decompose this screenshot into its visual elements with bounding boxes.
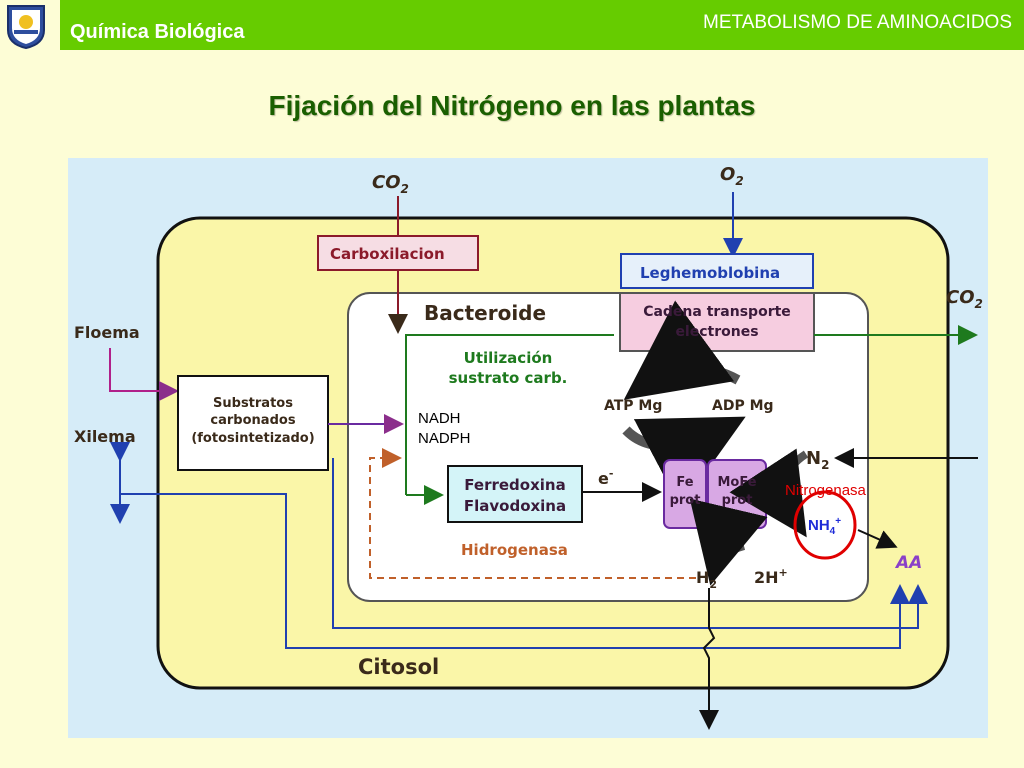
co2-top-label: CO bbox=[372, 172, 401, 193]
citosol-label: Citosol bbox=[358, 655, 439, 679]
fe-prot-label-line2: prot bbox=[670, 493, 701, 508]
utilizacion-label-line2: sustrato carb. bbox=[449, 369, 568, 387]
leghemoblobina-box bbox=[620, 253, 814, 289]
n2-label: N bbox=[806, 448, 821, 469]
h2-out-arrow bbox=[699, 588, 719, 730]
n2-curve-arrow bbox=[729, 448, 809, 538]
topic-title: METABOLISMO DE AMINOACIDOS bbox=[703, 12, 1012, 33]
nh4-to-aa-arrow bbox=[857, 529, 898, 549]
co2-right-arrow bbox=[405, 334, 614, 386]
svg-text:N2: N2 bbox=[806, 448, 829, 472]
ferredoxina-label-line1: Ferredoxina bbox=[464, 476, 565, 494]
nadph-label: NADPH bbox=[418, 430, 471, 447]
o2-label: O bbox=[720, 164, 735, 185]
slide-header: Química Biológica METABOLISMO DE AMINOAC… bbox=[0, 0, 1024, 50]
svg-text:CO2: CO2 bbox=[946, 287, 983, 311]
substratos-to-aa-path bbox=[332, 458, 928, 629]
fe-prot-label-line1: Fe bbox=[676, 475, 693, 490]
carboxilacion-label: Carboxilacion bbox=[330, 245, 445, 263]
xilema-label: Xilema bbox=[74, 427, 136, 446]
nitrogenasa-label: Nitrogenasa bbox=[785, 482, 866, 499]
cadena-label-line1: Cadena transporte bbox=[643, 304, 791, 320]
atp-cycle-arrow-top bbox=[623, 300, 741, 400]
utilizacion-label-line1: Utilización bbox=[464, 349, 553, 367]
ferredoxina-label-line2: Flavodoxina bbox=[464, 497, 566, 515]
atp-cycle-arrow-bottom bbox=[622, 416, 746, 508]
mofe-prot-label-line2: prot bbox=[722, 493, 753, 508]
adp-label: ADP Mg bbox=[712, 398, 774, 414]
cadena-label-line2: electrones bbox=[675, 324, 758, 340]
header-bar bbox=[60, 0, 1024, 50]
co2-right-label: CO bbox=[946, 287, 975, 308]
nh4-highlight-circle bbox=[793, 490, 857, 560]
h2-curve-arrow bbox=[689, 498, 768, 586]
university-logo bbox=[0, 0, 52, 50]
substratos-label-line3: (fotosintetizado) bbox=[191, 431, 314, 446]
h-plus-label: 2H bbox=[754, 568, 779, 587]
svg-text:O2: O2 bbox=[720, 164, 744, 188]
h2-label: H bbox=[696, 568, 709, 587]
nadh-label: NADH bbox=[418, 410, 461, 427]
leghemoblobina-label: Leghemoblobina bbox=[640, 264, 780, 282]
svg-text:2H+: 2H+ bbox=[754, 566, 788, 587]
mofe-prot-label-line1: MoFe bbox=[717, 475, 756, 490]
svg-text:CO2: CO2 bbox=[372, 172, 409, 196]
hidrogenasa-label: Hidrogenasa bbox=[461, 541, 568, 559]
nitrogen-fixation-diagram: CO2 O2 Carboxilacion Leghemoblobina Cade… bbox=[68, 158, 988, 738]
nh4-label: NH4+ bbox=[808, 516, 842, 537]
floema-arrow bbox=[109, 348, 179, 401]
substratos-label-line1: Substratos bbox=[213, 396, 293, 411]
aa-label: AA bbox=[894, 553, 922, 573]
svg-text:e-: e- bbox=[598, 467, 613, 488]
bacteroide-label: Bacteroide bbox=[424, 301, 546, 325]
floema-label: Floema bbox=[74, 323, 140, 342]
ferredoxina-box bbox=[447, 465, 583, 523]
electron-label: e bbox=[598, 469, 609, 488]
hidrogenasa-dashed-path bbox=[369, 448, 696, 579]
svg-text:H2: H2 bbox=[696, 568, 717, 591]
substratos-box bbox=[177, 375, 329, 471]
atp-label: ATP Mg bbox=[604, 398, 662, 414]
slide-title: Fijación del Nitrógeno en las plantas bbox=[268, 90, 756, 121]
carboxilacion-box bbox=[317, 235, 479, 271]
course-title: Química Biológica bbox=[70, 21, 245, 43]
cadena-transporte-box bbox=[619, 292, 815, 352]
substratos-label-line2: carbonados bbox=[210, 413, 295, 428]
